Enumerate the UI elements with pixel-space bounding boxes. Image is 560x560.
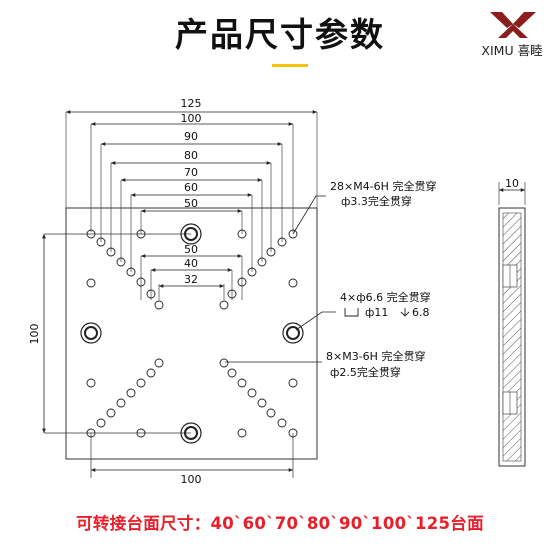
dim-label: 50: [184, 197, 198, 210]
title-underline: [272, 64, 308, 67]
dim-label: 70: [184, 166, 198, 179]
brand-text: XIMU 喜睦: [468, 40, 556, 59]
callout-m4-line2: ф3.3完全贯穿: [341, 194, 412, 208]
dim-label: 50: [184, 243, 198, 256]
dim-label: 125: [181, 97, 202, 110]
callout-m3-line2: ф2.5完全贯穿: [330, 365, 401, 379]
page-title: 产品尺寸参数: [175, 15, 385, 54]
dim-label: 90: [184, 130, 198, 143]
brand-name: XIMU: [481, 43, 514, 58]
side-view: 10: [498, 177, 526, 467]
dim-label: 32: [184, 273, 198, 286]
brand-chinese: 喜睦: [517, 43, 543, 58]
dim-label-left: 100: [28, 324, 41, 345]
callout-counterbore-line1: 4×ф6.6 完全贯穿: [340, 290, 431, 304]
callout-m3-line1: 8×M3-6H 完全贯穿: [326, 349, 425, 363]
dim-label: 40: [184, 257, 198, 270]
callout-counterbore-line2b: 6.8: [412, 306, 430, 319]
side-view-dim: 10: [505, 177, 519, 190]
callout-counterbore-line2a: ф11: [365, 306, 388, 319]
technical-drawing: 125 100 90 80 70 60 50 50 40 32 100 100: [28, 97, 526, 486]
m4-holes: [86, 229, 298, 438]
ximu-x-logo-icon: [490, 12, 536, 38]
dim-label: 80: [184, 149, 198, 162]
depth-symbol-icon: [400, 308, 410, 317]
counterbore-holes: [80, 223, 304, 444]
dim-label: 100: [181, 112, 202, 125]
dim-label-bottom: 100: [181, 473, 202, 486]
footer-note: 可转接台面尺寸：40`60`70`80`90`100`125台面: [76, 514, 484, 533]
dim-label: 60: [184, 181, 198, 194]
counterbore-symbol-icon: [344, 308, 359, 317]
callout-m4-line1: 28×M4-6H 完全贯穿: [330, 179, 436, 193]
plate-outline: [65, 207, 318, 460]
brand-logo: [478, 10, 548, 40]
